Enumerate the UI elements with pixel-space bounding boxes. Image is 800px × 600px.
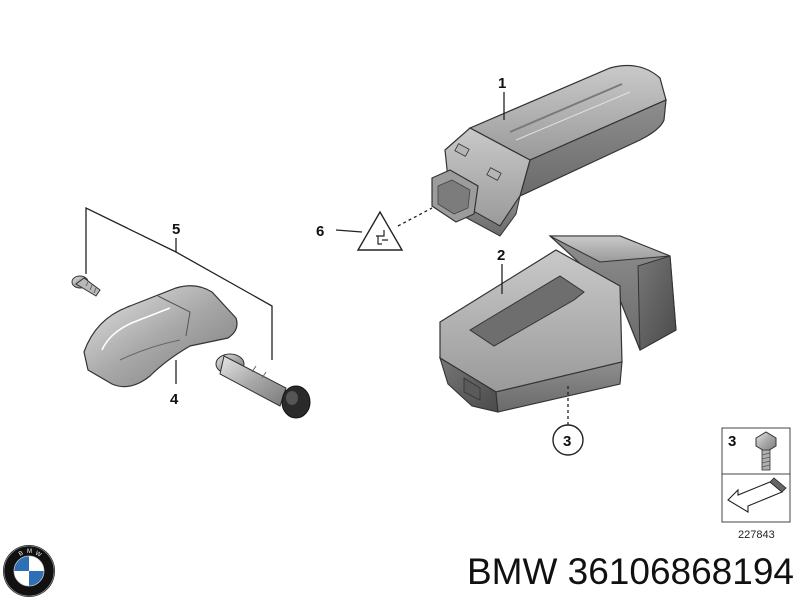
part-number-caption: BMW 36106868194	[466, 551, 794, 592]
valve-stem-part	[215, 353, 311, 419]
svg-text:W: W	[34, 551, 42, 559]
bmw-logo: B M W	[3, 545, 55, 597]
svg-text:B: B	[18, 551, 24, 558]
svg-text:M: M	[27, 549, 32, 555]
callout-3-circle	[552, 424, 584, 456]
direction-arrow-icon	[727, 477, 787, 513]
callout-1: 1	[498, 75, 506, 92]
legend-item-number: 3	[728, 433, 736, 450]
callout-3: 3	[563, 433, 571, 450]
bolt-icon	[755, 431, 777, 471]
callout-6: 6	[316, 223, 324, 240]
control-module-part	[431, 65, 667, 237]
legend-box: 3 227843	[721, 427, 791, 541]
leader-lines	[85, 92, 569, 426]
callout-4: 4	[170, 391, 179, 408]
holder-part	[439, 235, 677, 413]
electrical-warning-icon	[356, 210, 404, 251]
valve-screw-part	[71, 275, 101, 297]
callout-5: 5	[172, 221, 180, 238]
reference-number: 227843	[738, 529, 775, 541]
tpms-sensor-part	[83, 285, 238, 388]
callout-2: 2	[497, 247, 505, 264]
